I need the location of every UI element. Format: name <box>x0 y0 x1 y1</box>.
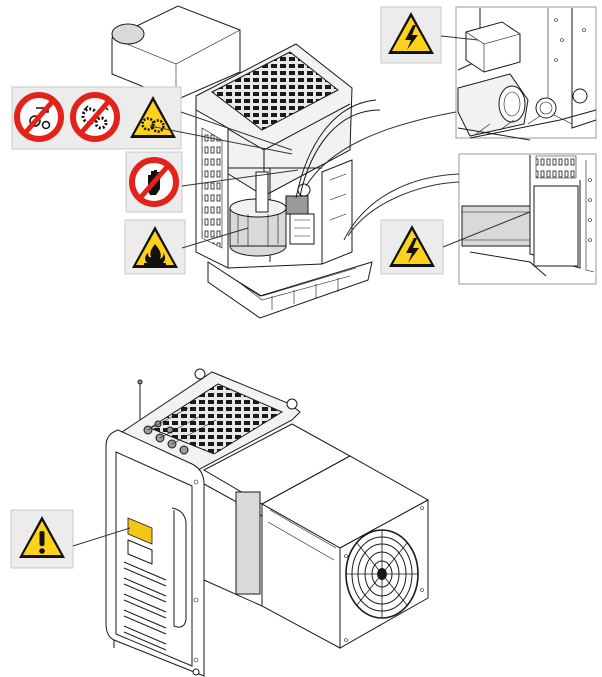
sign-panel-gears <box>11 86 182 150</box>
leader-lines-top <box>149 35 531 249</box>
general-warning-icon <box>19 516 65 558</box>
do-not-touch-hand-icon <box>132 160 176 204</box>
sign-panel-electric-1 <box>380 6 442 64</box>
leader-line-bottom <box>72 527 131 547</box>
electric-box-detail <box>455 6 597 141</box>
bottom-unit-drawing <box>105 368 430 677</box>
fan-guard-icon <box>345 529 419 619</box>
cabinet-louvres <box>123 561 167 651</box>
compressor-detail <box>458 153 597 285</box>
sign-panel-no-touch <box>125 151 183 213</box>
sign-panel-general-warning <box>10 509 74 569</box>
no-cleaning-gears-icon <box>73 95 117 139</box>
no-water-spray-on-moving-parts-icon <box>17 95 61 139</box>
top-unit-drawing <box>111 5 381 319</box>
sign-panel-flammable <box>124 219 186 275</box>
sign-panel-electric-2 <box>380 219 444 275</box>
flammable-warning-icon <box>132 226 178 268</box>
rotating-gears-warning-icon <box>130 96 176 138</box>
